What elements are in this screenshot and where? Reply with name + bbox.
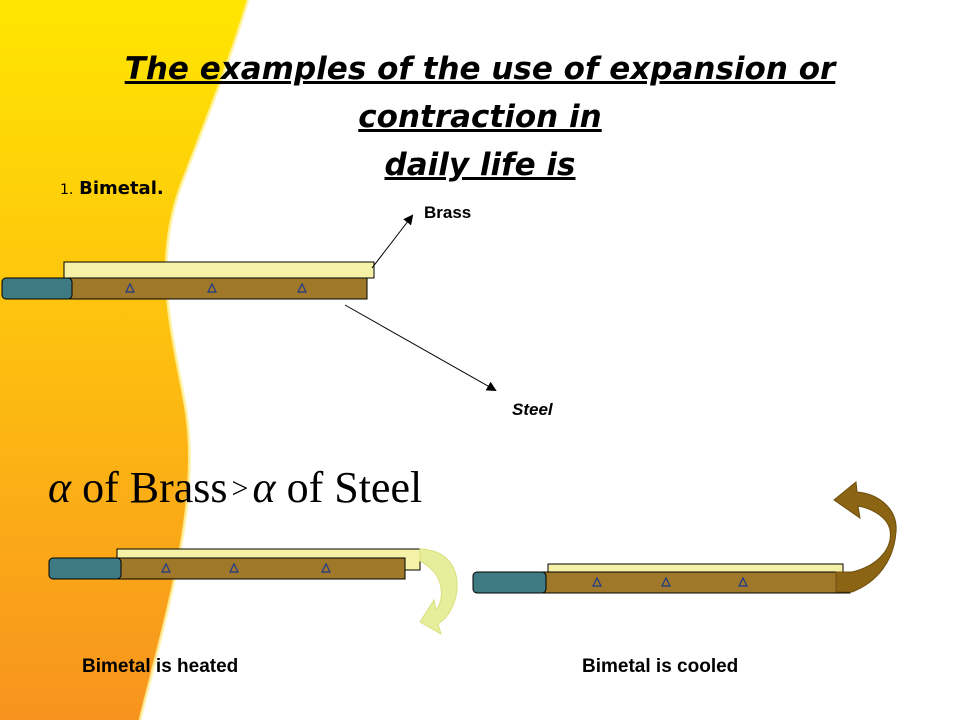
- rivet-icon: [738, 576, 748, 587]
- alpha-symbol: α: [252, 463, 276, 512]
- caption-heated: Bimetal is heated: [82, 656, 239, 677]
- alpha-symbol: α: [48, 463, 72, 512]
- handle: [472, 571, 547, 594]
- brass-pointer-arrow: [371, 214, 414, 269]
- bend-down-arrow-icon: [419, 548, 458, 636]
- handle: [1, 277, 73, 300]
- formula-of-brass: of Brass: [71, 463, 228, 512]
- title-line-1: The examples of the use of expansion or …: [124, 51, 836, 135]
- list-item-bimetal: 1. Bimetal.: [60, 178, 164, 199]
- item-number: 1.: [60, 182, 74, 198]
- bend-up-arrow-icon: [833, 481, 897, 593]
- steel-layer: [542, 571, 851, 594]
- bimetal-strip-top: [1, 261, 375, 300]
- greater-than-symbol: >: [231, 472, 249, 505]
- steel-layer: [69, 277, 368, 300]
- slide-title: The examples of the use of expansion or …: [20, 45, 940, 189]
- title-line-2: daily life is: [384, 147, 576, 183]
- bimetal-strip-cooled: [472, 563, 851, 594]
- expansion-coefficient-formula: α of Brass>α of Steel: [48, 462, 422, 513]
- rivet-icon: [297, 282, 307, 293]
- rivet-icon: [661, 576, 671, 587]
- bimetal-strip-heated: [48, 548, 421, 580]
- steel-pointer-arrow: [344, 304, 497, 391]
- rivet-icon: [592, 576, 602, 587]
- item-text: Bimetal.: [79, 178, 164, 199]
- rivet-icon: [161, 562, 171, 573]
- caption-cooled: Bimetal is cooled: [582, 656, 739, 677]
- rivet-icon: [229, 562, 239, 573]
- label-brass: Brass: [424, 203, 472, 222]
- steel-layer: [117, 557, 406, 580]
- formula-of-steel: of Steel: [275, 463, 423, 512]
- handle: [48, 557, 122, 580]
- rivet-icon: [321, 562, 331, 573]
- rivet-icon: [207, 282, 217, 293]
- label-steel: Steel: [512, 400, 553, 419]
- brass-layer: [63, 261, 375, 279]
- rivet-icon: [125, 282, 135, 293]
